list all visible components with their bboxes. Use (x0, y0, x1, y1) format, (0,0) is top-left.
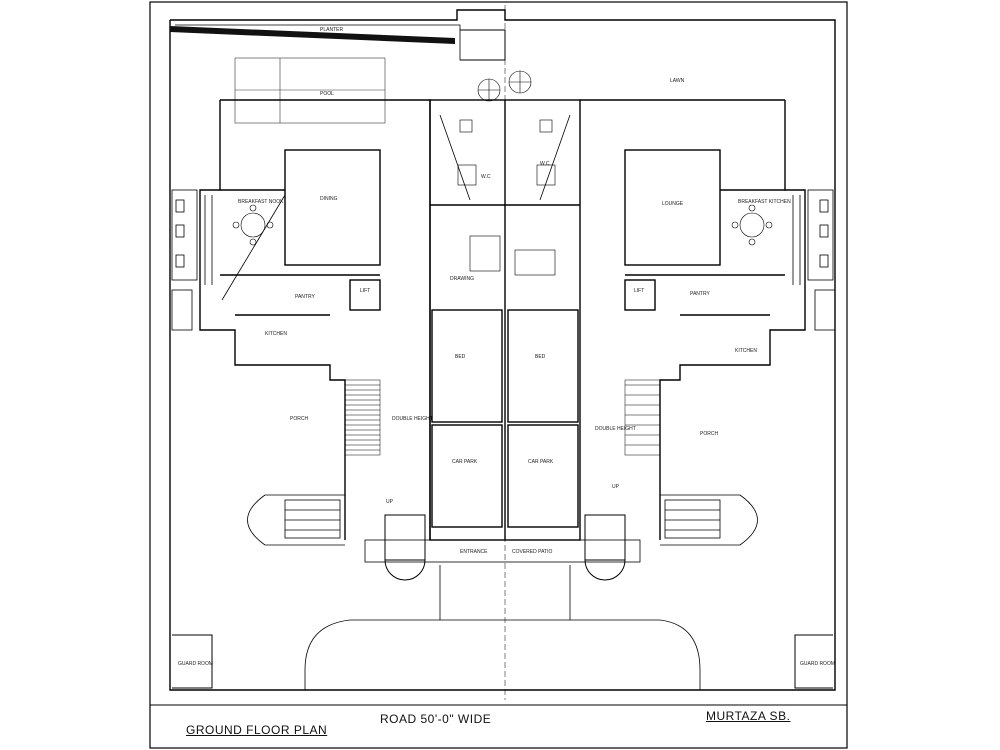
room-label: LOUNGE (662, 201, 684, 207)
room-label: DOUBLE HEIGHT (392, 416, 433, 422)
room-label: BED (535, 354, 546, 360)
room-label: COVERED PATIO (512, 549, 552, 555)
left-stair (344, 379, 381, 456)
room-label: BREAKFAST KITCHEN (738, 199, 791, 205)
road-label: ROAD 50'-0" WIDE (380, 712, 492, 726)
entrance-bays (364, 514, 641, 581)
left-house-walls (199, 99, 431, 540)
room-label: LIFT (634, 288, 644, 294)
room-label: DINING (320, 196, 338, 202)
driveway (304, 565, 701, 690)
room-label: PANTRY (690, 291, 710, 297)
room-label: BED (455, 354, 466, 360)
room-label: KITCHEN (735, 348, 757, 354)
room-label: GUARD ROOM (178, 661, 213, 667)
room-label: GUARD ROOM (800, 661, 835, 667)
svg-text:POOL: POOL (320, 91, 334, 97)
room-label: KITCHEN (265, 331, 287, 337)
right-service-block (792, 189, 836, 331)
room-label: PANTRY (295, 294, 315, 300)
garden-beds (247, 494, 758, 546)
dining-table-right (731, 204, 773, 246)
svg-text:LAWN: LAWN (670, 78, 685, 84)
center-block (429, 99, 581, 541)
owner-label: MURTAZA SB. (706, 709, 791, 723)
room-label: UP (386, 499, 394, 505)
dining-table-left (221, 194, 286, 301)
svg-text:PLANTER: PLANTER (320, 27, 343, 33)
room-label: PORCH (700, 431, 718, 437)
planter: PLANTER (170, 26, 455, 44)
room-label: UP (612, 484, 620, 490)
room-label: PORCH (290, 416, 308, 422)
right-house-walls (580, 99, 806, 540)
drawing-title: GROUND FLOOR PLAN (186, 723, 328, 737)
sheet-border (149, 1, 848, 749)
pool: POOL (234, 57, 386, 124)
spiral-stairs (477, 70, 532, 102)
room-label: DOUBLE HEIGHT (595, 426, 636, 432)
left-service-block (171, 189, 213, 331)
drawing-furniture (439, 114, 571, 276)
lawn: LAWN (670, 78, 685, 84)
room-label: W.C (481, 174, 491, 180)
right-stair (624, 379, 661, 456)
room-label: BREAKFAST NOOK (238, 199, 284, 205)
room-label: ENTRANCE (460, 549, 488, 555)
guard-rooms (172, 29, 833, 689)
room-label: W.C (540, 161, 550, 167)
room-label: CAR PARK (452, 459, 478, 465)
room-label: DRAWING (450, 276, 474, 282)
room-label: CAR PARK (528, 459, 554, 465)
room-label: LIFT (360, 288, 370, 294)
